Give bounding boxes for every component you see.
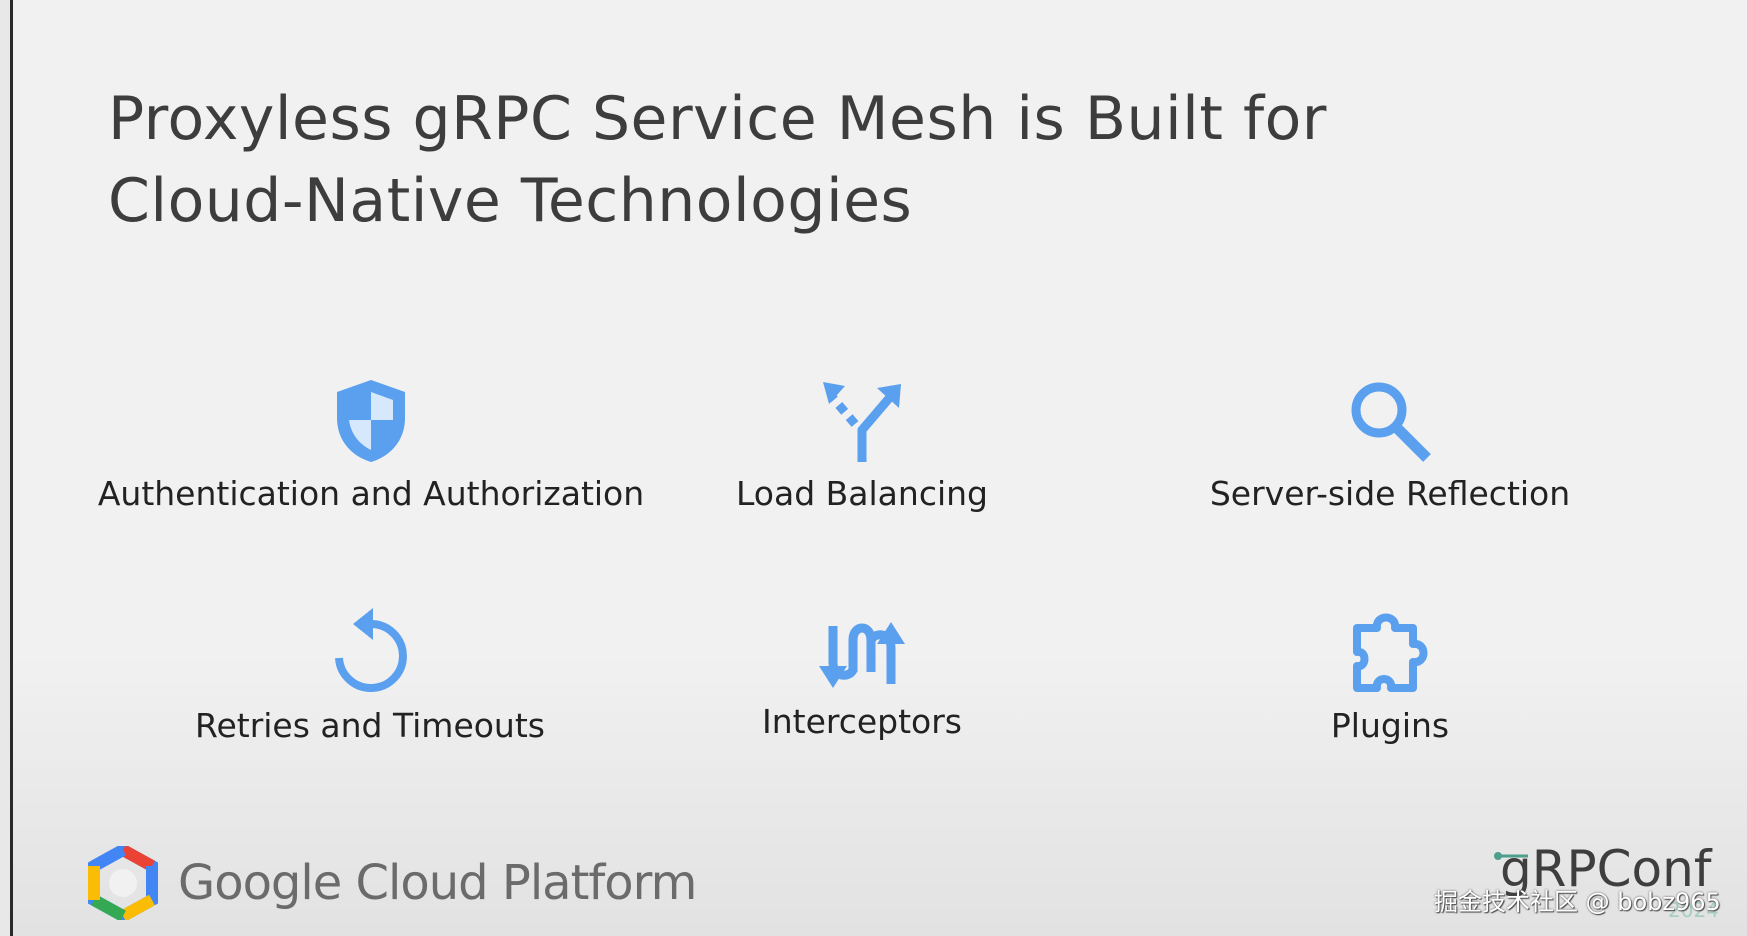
search-icon [1351,382,1431,462]
retry-icon [335,608,407,692]
feature-label: Authentication and Authorization [97,474,645,513]
title-line-1: Proxyless gRPC Service Mesh is Built for [108,84,1327,154]
feature-label: Server-side Reflection [1209,474,1571,513]
grpconf-logo: gRPConf 2024 [1492,840,1732,936]
grpconf-text: gRPConf [1500,840,1712,898]
brand-text: Google Cloud Platform [178,855,697,911]
left-border [0,0,13,936]
slide-title: Proxyless gRPC Service Mesh is Built for… [108,78,1508,242]
feature-authentication: Authentication and Authorization [71,378,671,513]
title-line-2: Cloud-Native Technologies [108,166,913,236]
feature-label: Retries and Timeouts [195,706,545,745]
feature-label: Plugins [1330,706,1450,745]
feature-reflection: Server-side Reflection [1090,378,1690,513]
feature-label: Interceptors [761,702,962,741]
watermark: 掘金技术社区 @ bobz965 [1434,888,1721,916]
feature-plugins: Plugins [1090,610,1690,745]
feature-label: Load Balancing [736,474,988,513]
feature-interceptors: Interceptors [562,618,1162,741]
google-cloud-hexagon-icon [88,846,158,920]
split-arrows-icon [823,382,901,462]
grpconf-connector-icon [1494,852,1528,860]
google-cloud-platform-logo: Google Cloud Platform [86,846,697,920]
feature-retries: Retries and Timeouts [70,606,670,745]
grpconf-year: 2024 [1668,898,1719,922]
shield-icon [337,380,405,462]
feature-load-balancing: Load Balancing [562,378,1162,513]
swap-arrows-icon [819,622,905,688]
puzzle-icon [1353,613,1428,692]
